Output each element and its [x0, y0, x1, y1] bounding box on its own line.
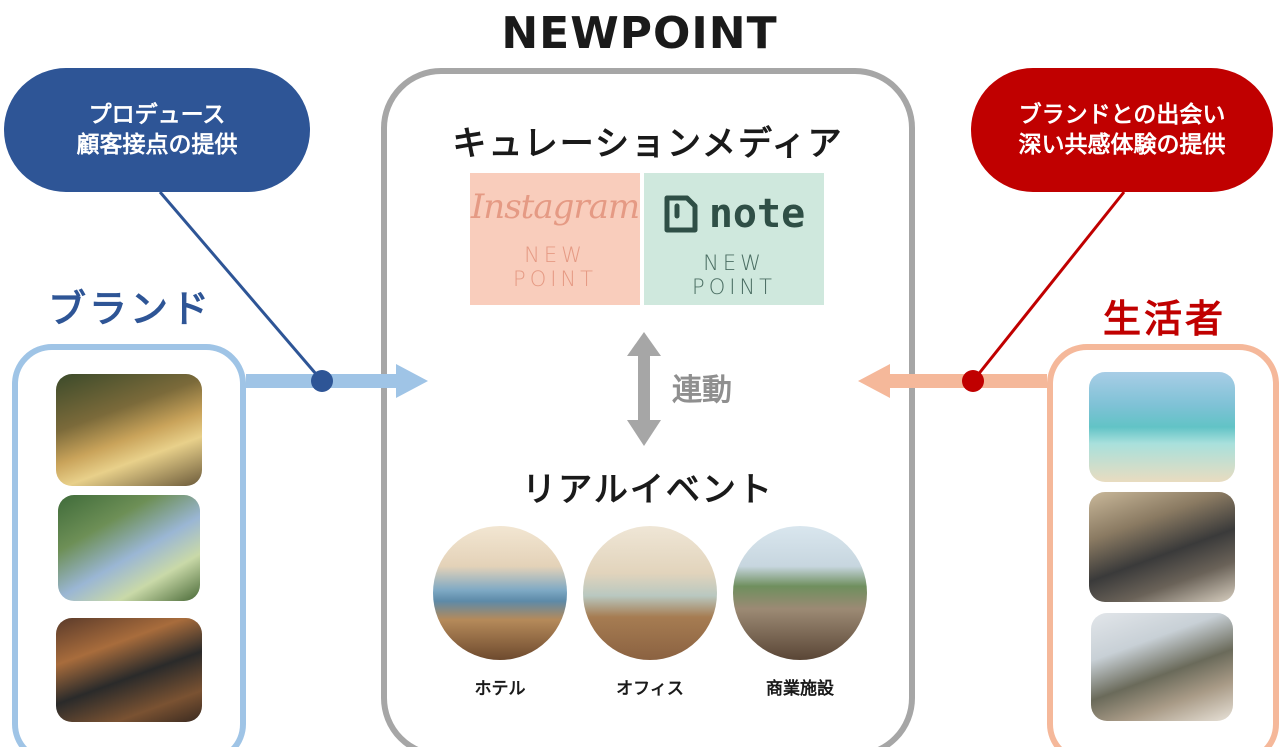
- office-photo: [583, 526, 717, 660]
- venue-label-hotel: ホテル: [474, 679, 526, 699]
- consumer-label: 生活者: [1103, 297, 1227, 341]
- consumer-photo-family: [1091, 613, 1233, 721]
- venue-label-office: オフィス: [616, 679, 684, 699]
- note-tile[interactable]: note NEW POINT: [644, 173, 824, 305]
- consumer-photo-business: [1089, 492, 1235, 602]
- brand-photo-perfume: [56, 618, 202, 722]
- link-label: 連動: [672, 373, 732, 408]
- instagram-logo: Instagram: [470, 187, 640, 227]
- note-wordmark: note: [708, 191, 806, 237]
- link-arrow-up: [627, 332, 661, 356]
- note-logo: note: [663, 191, 805, 237]
- consumer-pointer-line: [971, 191, 1126, 382]
- hotel-photo: [433, 526, 567, 660]
- instagram-newpoint-label: NEW POINT: [513, 243, 597, 291]
- brand-pointer-line: [158, 191, 324, 382]
- instagram-tile[interactable]: Instagram NEW POINT: [470, 173, 640, 305]
- curation-media-heading: キュレーションメディア: [452, 124, 844, 164]
- brand-photo-fashion: [58, 495, 200, 601]
- page-title: NEWPOINT: [501, 8, 778, 59]
- note-icon: [664, 195, 698, 233]
- brand-photo-food: [56, 374, 202, 486]
- venue-label-commercial: 商業施設: [766, 679, 834, 699]
- brand-arrow-head: [396, 364, 428, 398]
- encounter-bubble: ブランドとの出会い 深い共感体験の提供: [971, 68, 1273, 192]
- brand-label: ブランド: [48, 287, 213, 331]
- produce-bubble: プロデュース 顧客接点の提供: [4, 68, 310, 192]
- brand-dot: [311, 370, 333, 392]
- consumer-arrow-head: [858, 364, 890, 398]
- commercial-facility-photo: [733, 526, 867, 660]
- note-newpoint-label: NEW POINT: [692, 251, 776, 299]
- link-arrow-down: [627, 420, 661, 446]
- real-event-heading: リアルイベント: [522, 470, 774, 510]
- consumer-photo-beach: [1089, 372, 1235, 482]
- consumer-dot: [962, 370, 984, 392]
